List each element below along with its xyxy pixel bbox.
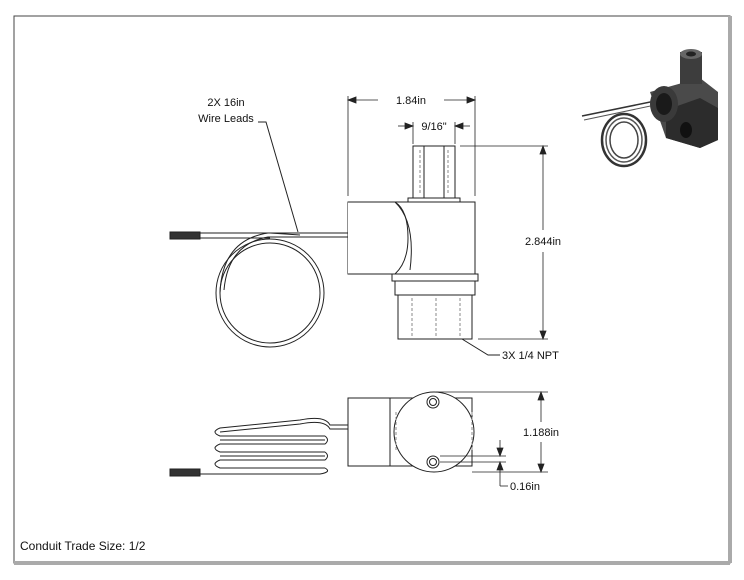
width-dimension-label: 1.84in (396, 95, 426, 107)
offset-dimension-label: 0.16in (510, 481, 540, 493)
conduit-trade-size-note: Conduit Trade Size: 1/2 (20, 539, 146, 553)
wire-coil (215, 232, 348, 348)
main-body (347, 201, 476, 275)
lower-fitting (391, 273, 479, 340)
depth-dimension-label: 1.188in (523, 427, 559, 439)
hex-dimension-label: 9/16" (421, 121, 446, 133)
side-view (169, 391, 475, 477)
isometric-thumbnail (581, 49, 718, 168)
side-coil (169, 417, 348, 477)
hex-stem (407, 145, 461, 205)
wire-leads-label-qty: 2X 16in (207, 97, 244, 109)
front-view (169, 121, 500, 356)
height-dimension-label: 2.844in (525, 236, 561, 248)
front-dimensions (346, 96, 548, 341)
thread-note-label: 3X 1/4 NPT (502, 350, 559, 362)
sheet-border (13, 15, 732, 565)
wire-lead-ends (169, 231, 301, 240)
wire-leads-label-desc: Wire Leads (198, 113, 254, 125)
side-dimensions (436, 390, 548, 487)
